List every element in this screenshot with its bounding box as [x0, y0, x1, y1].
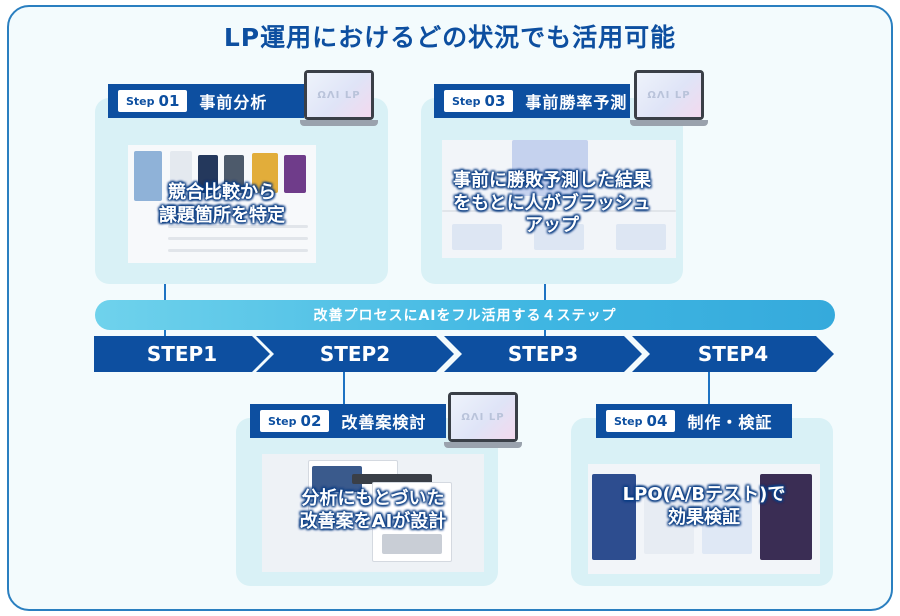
connector-step2	[343, 372, 345, 406]
step04-prefix: Step	[614, 414, 643, 428]
laptop-logo: ΩΛI LP	[637, 73, 701, 117]
step02-screenshot	[262, 454, 484, 572]
connector-step4	[708, 372, 710, 406]
step02-number: 02	[300, 412, 322, 430]
step04-overlay: LPO(A/Bテスト)で 効果検証	[588, 484, 820, 529]
step01-title: 事前分析	[199, 93, 268, 112]
step02-header: Step 02 改善案検討	[250, 404, 446, 438]
step03-overlay-line2: をもとに人がブラッシュ	[453, 192, 651, 214]
step03-overlay-line1: 事前に勝敗予測した結果	[453, 170, 651, 191]
step03-badge: Step 03	[444, 90, 514, 112]
step01-prefix: Step	[126, 94, 155, 108]
step3-label: STEP3	[507, 342, 579, 366]
step03-screenshot	[442, 140, 676, 258]
step01-overlay-line1: 競合比較から	[168, 182, 276, 203]
step04-title: 制作・検証	[687, 413, 773, 432]
step01-overlay-line2: 課題箇所を特定	[159, 204, 285, 226]
step02-overlay-line1: 分析にもとづいた	[301, 488, 445, 509]
steps-row: STEP1 STEP2 STEP3 STEP4	[94, 336, 834, 372]
step2-chevron: STEP2	[256, 336, 454, 372]
step04-badge: Step 04	[606, 410, 676, 432]
step02-overlay-line2: 改善案をAIが設計	[299, 510, 447, 532]
laptop-logo: ΩΛI LP	[451, 395, 515, 439]
step1-label: STEP1	[146, 342, 218, 366]
laptop-icon: ΩΛI LP	[630, 70, 708, 128]
step02-overlay: 分析にもとづいた 改善案をAIが設計	[262, 488, 484, 533]
step01-number: 01	[158, 92, 180, 110]
step01-header: Step 01 事前分析	[108, 84, 304, 118]
step4-label: STEP4	[697, 342, 769, 366]
step03-header: Step 03 事前勝率予測	[434, 84, 630, 118]
step1-chevron: STEP1	[94, 336, 270, 372]
process-banner: 改善プロセスにAIをフル活用する４ステップ	[95, 300, 835, 330]
step04-overlay-line1: LPO(A/Bテスト)で	[622, 484, 786, 505]
step03-title: 事前勝率予測	[525, 93, 628, 112]
laptop-icon: ΩΛI LP	[444, 392, 522, 450]
step04-overlay-line2: 効果検証	[668, 506, 740, 528]
laptop-icon: ΩΛI LP	[300, 70, 378, 128]
step04-number: 04	[646, 412, 668, 430]
step2-label: STEP2	[319, 342, 391, 366]
step02-prefix: Step	[268, 414, 297, 428]
step03-overlay-line3: アップ	[525, 215, 579, 236]
step03-prefix: Step	[452, 94, 481, 108]
step01-overlay: 競合比較から 課題箇所を特定	[128, 182, 316, 227]
step01-badge: Step 01	[118, 90, 188, 112]
laptop-logo: ΩΛI LP	[307, 73, 371, 117]
step04-screenshot	[588, 464, 820, 574]
step4-chevron: STEP4	[632, 336, 834, 372]
step02-badge: Step 02	[260, 410, 330, 432]
step04-header: Step 04 制作・検証	[596, 404, 792, 438]
connector-step3	[544, 262, 546, 336]
step03-overlay: 事前に勝敗予測した結果 をもとに人がブラッシュ アップ	[424, 170, 680, 238]
step02-title: 改善案検討	[341, 413, 427, 432]
step03-number: 03	[484, 92, 506, 110]
page-title: LP運用におけるどの状況でも活用可能	[223, 23, 677, 52]
step01-screenshot	[128, 145, 316, 263]
step3-chevron: STEP3	[444, 336, 642, 372]
